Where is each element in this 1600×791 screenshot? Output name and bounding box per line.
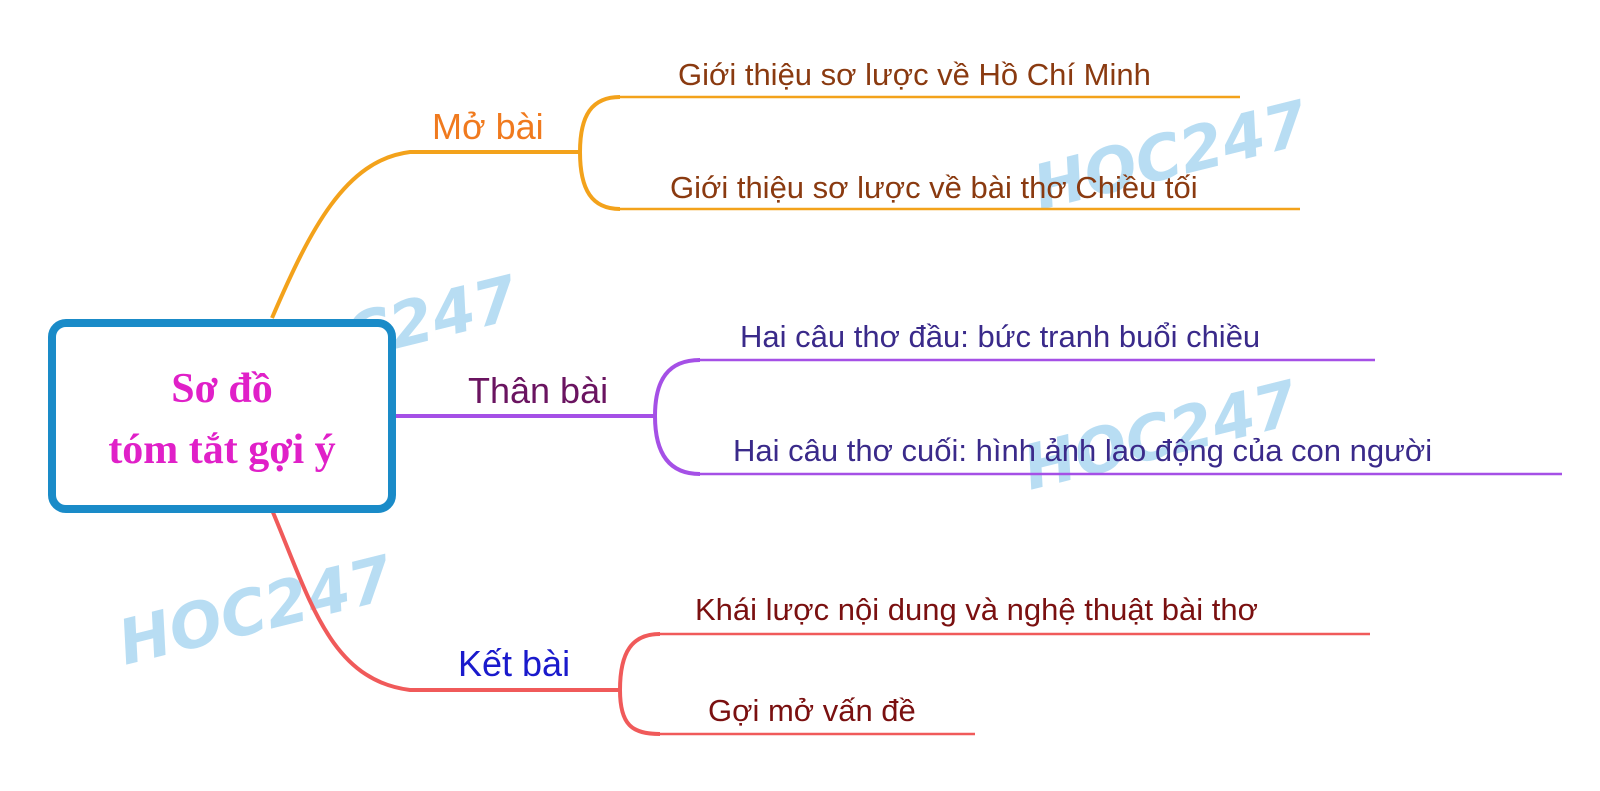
leaf-text: Hai câu thơ đầu: bức tranh buổi chiều xyxy=(740,319,1260,354)
branch-fork xyxy=(652,358,701,476)
watermark-bottom-left: HOC247 xyxy=(111,541,401,680)
branch-connector xyxy=(270,150,580,319)
central-title-line2: tóm tắt gợi ý xyxy=(108,427,335,473)
leaf-text: Giới thiệu sơ lược về Hồ Chí Minh xyxy=(678,57,1151,92)
central-node-box xyxy=(48,319,396,513)
leaf-text: Giới thiệu sơ lược về bài thơ Chiều tối xyxy=(670,170,1198,205)
branch-than-bai: Thân bài Hai câu thơ đầu: bức tranh buổi… xyxy=(392,319,1562,476)
leaf-text: Gợi mở vấn đề xyxy=(708,693,916,728)
branch-fork xyxy=(617,632,661,736)
leaf-text: Khái lược nội dung và nghệ thuật bài thơ xyxy=(695,592,1258,627)
branch-mo-bai: Mở bài Giới thiệu sơ lược về Hồ Chí Minh… xyxy=(270,57,1300,319)
branch-ket-bai: Kết bài Khái lược nội dung và nghệ thuật… xyxy=(270,509,1370,736)
leaf-text: Hai câu thơ cuối: hình ảnh lao động của … xyxy=(733,433,1432,468)
central-title-line1: Sơ đồ xyxy=(171,366,272,412)
branch-label: Thân bài xyxy=(468,370,608,411)
branch-connector xyxy=(270,509,620,692)
central-node: Sơ đồ tóm tắt gợi ý xyxy=(48,319,396,513)
branch-label: Mở bài xyxy=(432,106,544,147)
branch-label: Kết bài xyxy=(458,643,570,684)
branch-fork xyxy=(577,95,621,211)
watermark-text: HOC247 xyxy=(111,541,401,680)
